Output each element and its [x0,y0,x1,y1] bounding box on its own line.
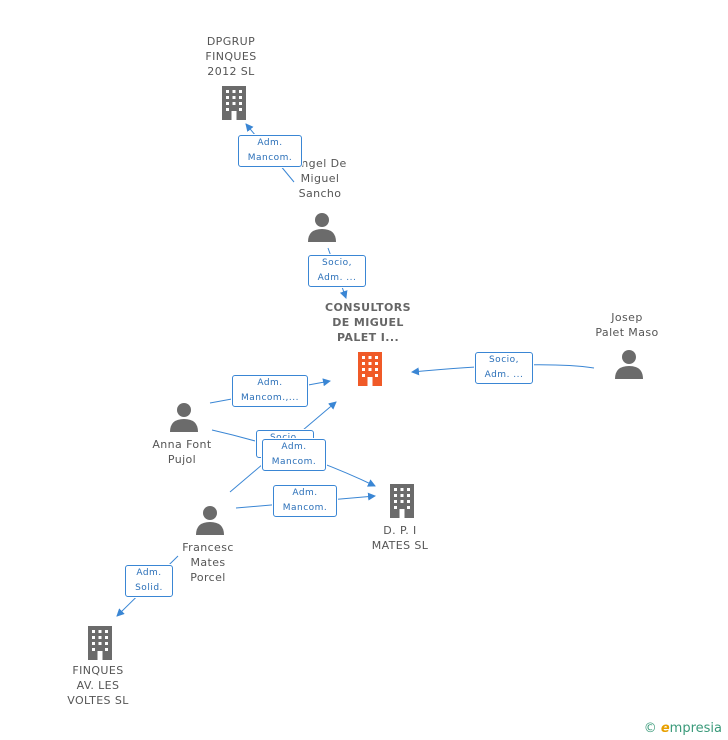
node-label-anna[interactable]: Anna Font Pujol [152,438,212,466]
edge-label[interactable]: Adm. Mancom. [262,439,326,471]
building-icon [222,86,246,120]
empresia-logo: © empresia [644,721,722,736]
building-icon [390,484,414,518]
node-label-finques[interactable]: FINQUES AV. LES VOLTES SL [67,664,129,707]
edge-label[interactable]: Adm. Mancom. [238,135,302,167]
edge-label[interactable]: Adm. Solid. [125,565,173,597]
copyright-symbol: © [643,721,657,736]
node-label-francesc[interactable]: Francesc Mates Porcel [182,541,234,584]
edge-label[interactable]: Adm. Mancom.,... [232,375,308,407]
edge-label[interactable]: Socio, Adm. ... [308,255,366,287]
building-icon [358,352,382,386]
edge-label[interactable]: Socio, Adm. ... [475,352,533,384]
node-label-angel[interactable]: Angel De Miguel Sancho [293,157,347,200]
node-label-dpgrup[interactable]: DPGRUP FINQUES 2012 SL [205,35,257,78]
person-icon [170,403,198,432]
edge-label[interactable]: Adm. Mancom. [273,485,337,517]
person-icon [308,213,336,242]
brand-name: mpresia [669,721,722,736]
brand-e: e [660,721,670,736]
building-icon [88,626,112,660]
node-label-josep[interactable]: Josep Palet Maso [595,311,659,339]
person-icon [615,350,643,379]
node-label-dpi[interactable]: D. P. I MATES SL [371,524,429,552]
person-icon [196,506,224,535]
node-label-consultors[interactable]: CONSULTORS DE MIGUEL PALET I... [325,301,411,344]
